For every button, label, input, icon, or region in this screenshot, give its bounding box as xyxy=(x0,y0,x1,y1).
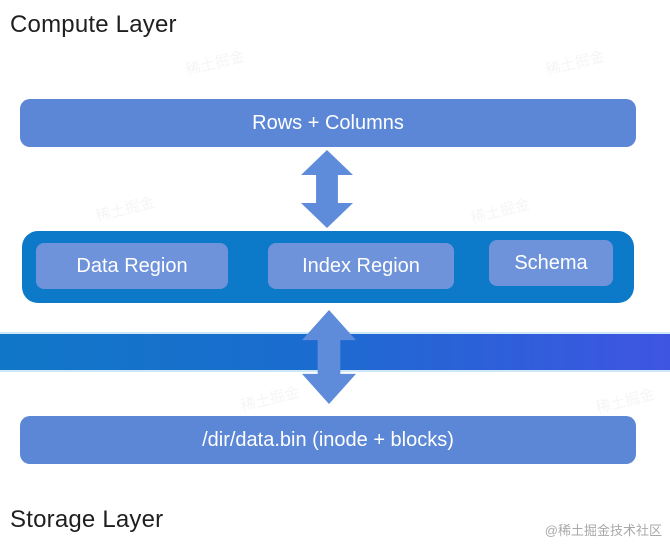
diagonal-watermark: 稀土掘金 xyxy=(94,193,157,225)
index-region-node: Index Region xyxy=(268,243,454,289)
storage-file-node: /dir/data.bin (inode + blocks) xyxy=(20,416,636,464)
diagonal-watermark: 稀土掘金 xyxy=(239,383,302,415)
rows-columns-node: Rows + Columns xyxy=(20,99,636,147)
diagonal-watermark: 稀土掘金 xyxy=(184,47,247,79)
rows-columns-label: Rows + Columns xyxy=(252,111,404,134)
diagonal-watermark: 稀土掘金 xyxy=(594,385,657,417)
compute-layer-title: Compute Layer xyxy=(10,11,177,38)
credit-watermark: @稀土掘金技术社区 xyxy=(544,523,662,538)
storage-file-label: /dir/data.bin (inode + blocks) xyxy=(202,428,454,451)
double-arrow-icon xyxy=(301,150,353,228)
data-region-node: Data Region xyxy=(36,243,228,289)
schema-label: Schema xyxy=(514,251,588,274)
data-region-label: Data Region xyxy=(76,254,188,277)
diagonal-watermark: 稀土掘金 xyxy=(469,195,532,227)
table-regions-container: Data Region Index Region Schema xyxy=(22,231,634,303)
index-region-label: Index Region xyxy=(302,254,420,277)
schema-node: Schema xyxy=(489,240,613,286)
diagonal-watermark: 稀土掘金 xyxy=(544,47,607,79)
storage-layer-title: Storage Layer xyxy=(10,506,164,533)
